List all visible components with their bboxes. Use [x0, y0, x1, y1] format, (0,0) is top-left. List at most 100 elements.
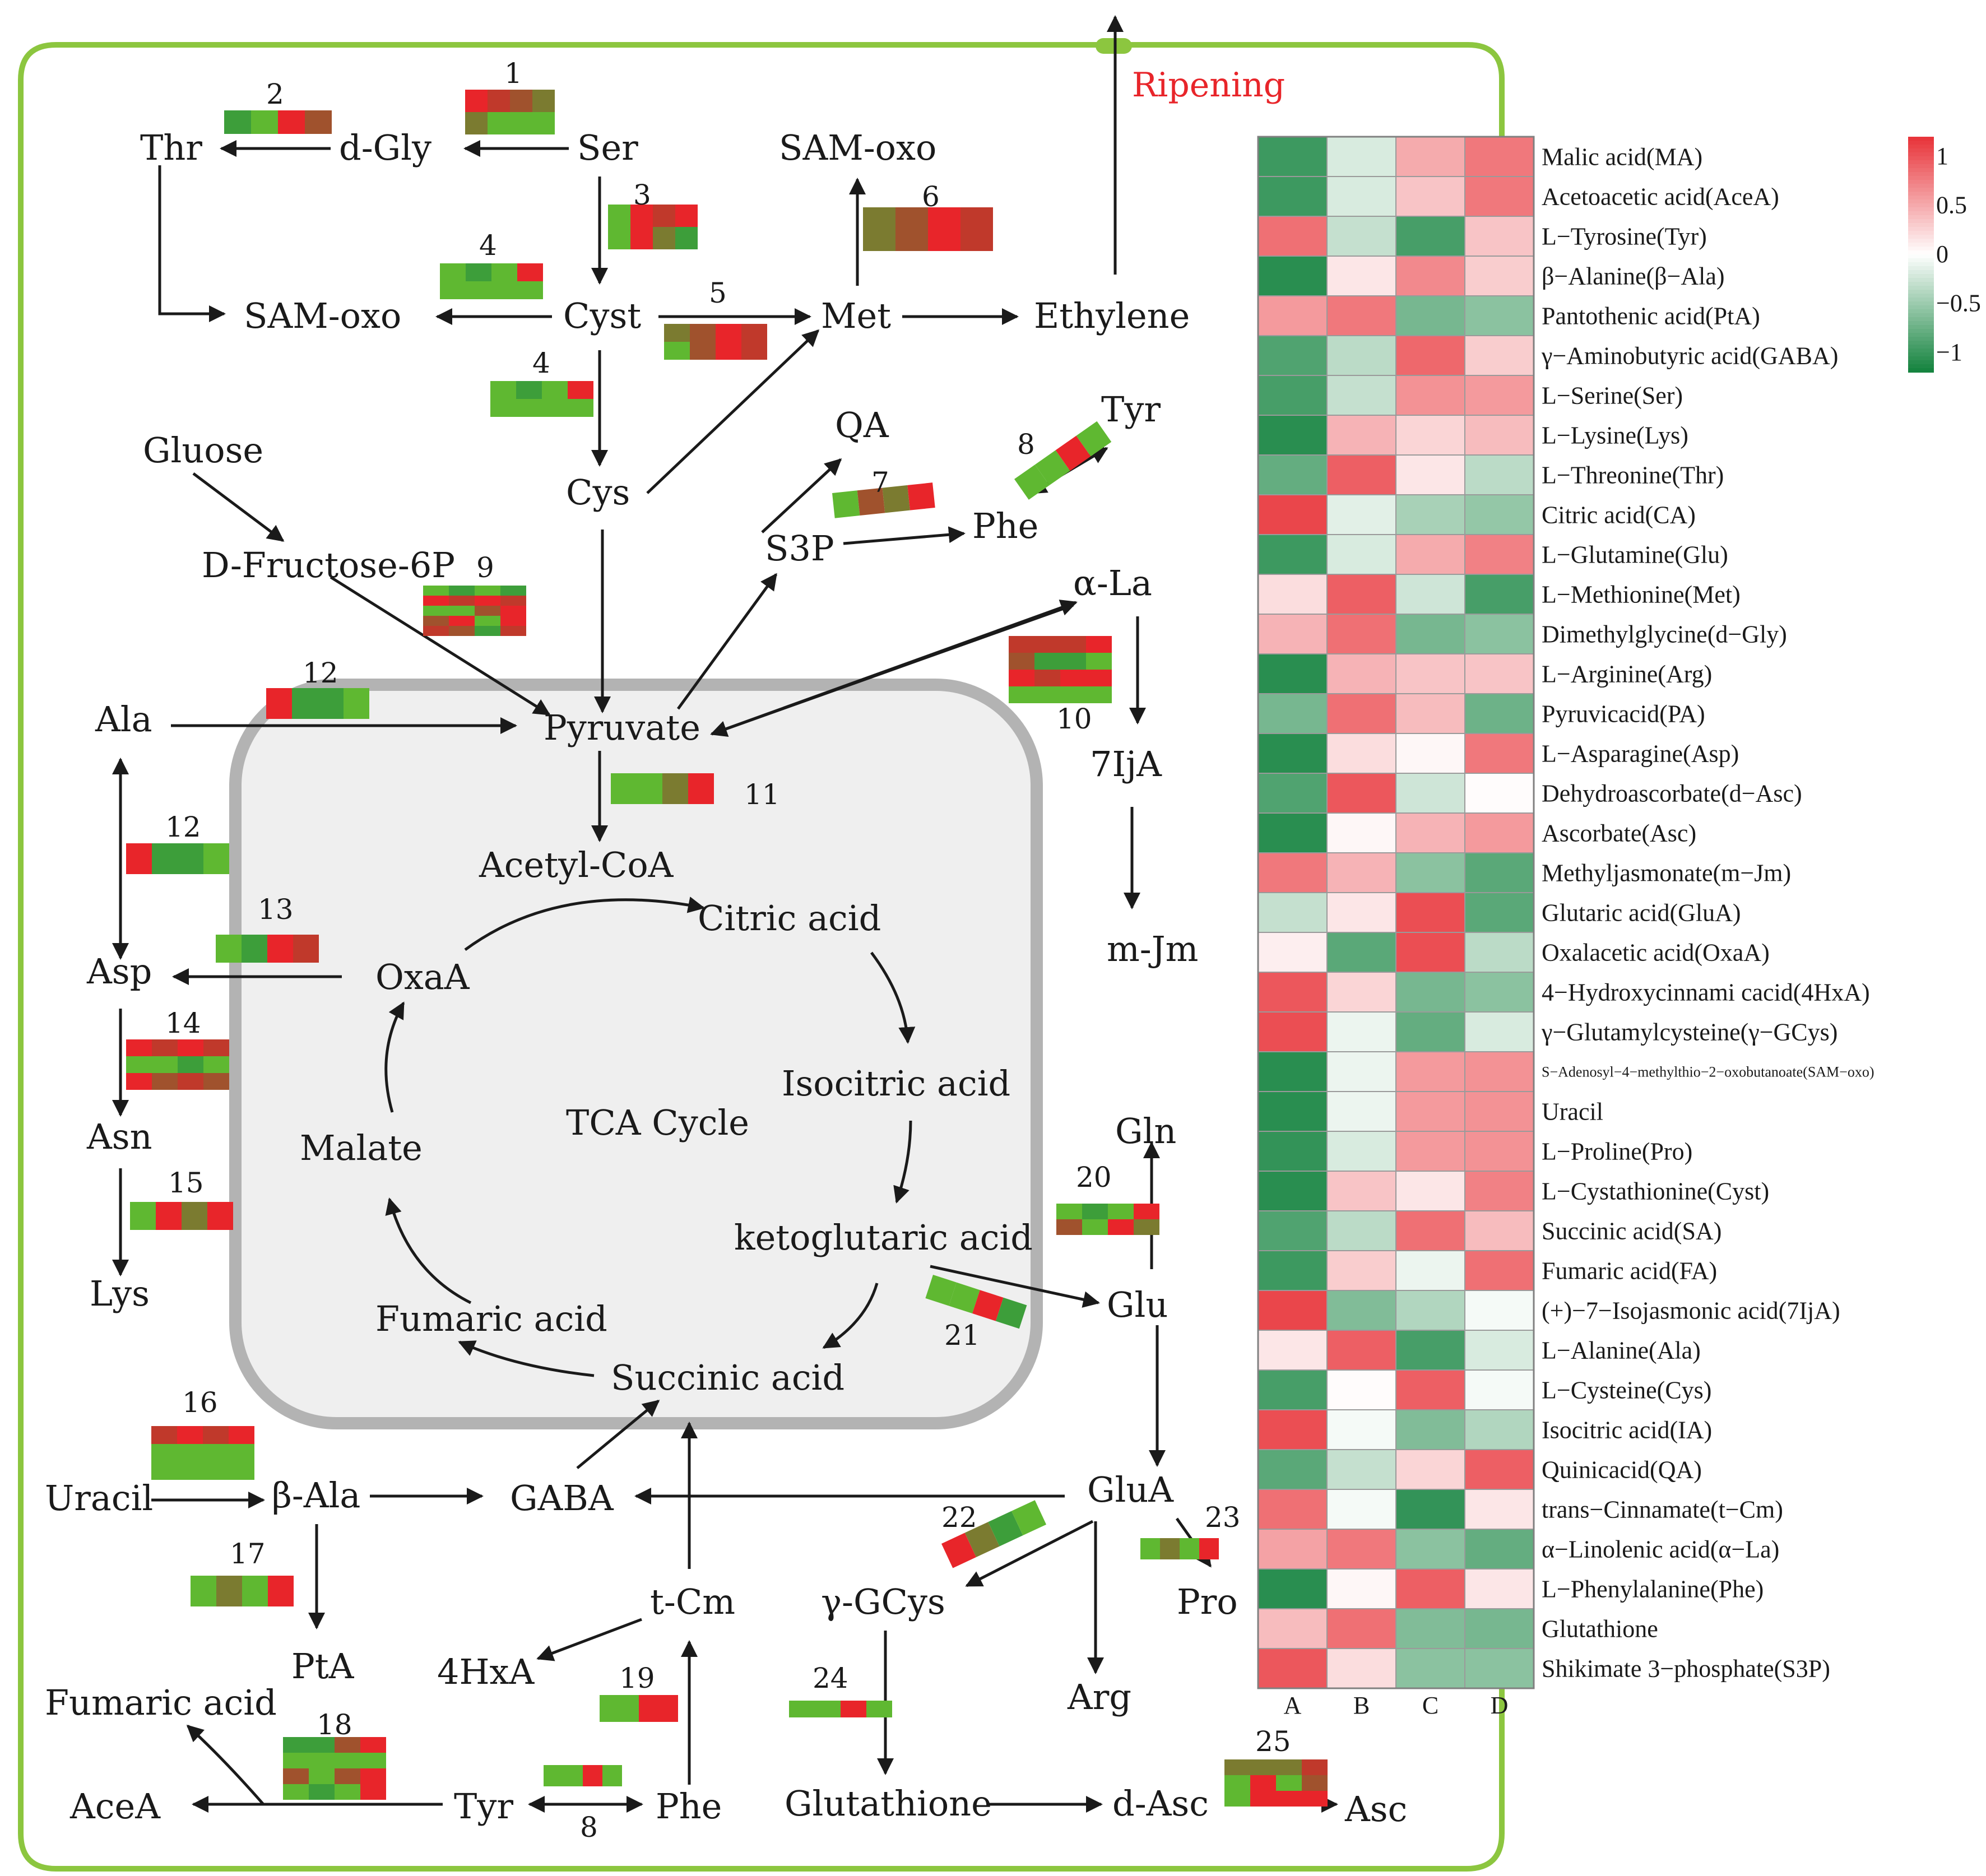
heatmap-cell: [1395, 1529, 1465, 1569]
heatmap-cell: [1395, 256, 1465, 296]
colorbar-step: [1908, 148, 1934, 153]
enzyme-number-4a: 4: [479, 229, 497, 262]
heatmap-row-label: L−Asparagine(Asp): [1542, 740, 1739, 768]
heatmap-column-label: C: [1422, 1692, 1439, 1719]
label-fumaric-acid-cyto: Fumaric acid: [45, 1682, 277, 1723]
heatmap-cell: [1395, 1011, 1465, 1052]
enzyme-block-11: [611, 773, 714, 804]
heatmap-cell: [1395, 295, 1465, 336]
heatmap-cell: [1395, 216, 1465, 257]
heatmap-cell: [1258, 1131, 1328, 1172]
heatmap-cell: [1258, 1369, 1328, 1410]
enzyme-number-2: 2: [266, 78, 284, 110]
heatmap-cell: [1464, 454, 1534, 495]
heatmap-cell: [1326, 1171, 1396, 1211]
heatmap-row-label: β−Alanine(β−Ala): [1542, 263, 1725, 290]
colorbar-step: [1908, 156, 1934, 161]
colorbar-step: [1908, 309, 1934, 314]
enzyme-number-10: 10: [1056, 703, 1092, 735]
heatmap-cell: [1464, 176, 1534, 217]
pathway-arrows: [112, 140, 1338, 1813]
enzyme-block-14: [126, 1039, 229, 1090]
heatmap-cell: [1258, 454, 1328, 495]
colorbar-step: [1908, 145, 1934, 149]
label-malate: Malate: [300, 1127, 423, 1168]
enzyme-number-17: 17: [230, 1538, 266, 1570]
heatmap-cell: [1258, 534, 1328, 575]
heatmap-cell: [1464, 256, 1534, 296]
heatmap-cell: [1326, 1051, 1396, 1092]
colorbar-step: [1908, 231, 1934, 235]
heatmap-cell: [1326, 375, 1396, 416]
enzyme-block-13: [216, 935, 319, 963]
heatmap-cell: [1258, 1568, 1328, 1609]
heatmap-cell: [1395, 1648, 1465, 1689]
heatmap-cell: [1395, 1091, 1465, 1132]
colorbar-step: [1908, 137, 1934, 141]
label-dgly: d-Gly: [339, 127, 431, 168]
enzyme-block-23: [1140, 1538, 1219, 1559]
colorbar-step: [1908, 305, 1934, 310]
colorbar-step: [1908, 364, 1934, 369]
label-tcm: t-Cm: [650, 1581, 735, 1622]
label-pta: PtA: [291, 1646, 355, 1687]
colorbar-step: [1908, 266, 1934, 271]
label-mjm: m-Jm: [1107, 928, 1198, 969]
heatmap-cell: [1395, 1290, 1465, 1331]
enzyme-block-10: [1009, 636, 1112, 703]
colorbar-step: [1908, 278, 1934, 282]
enzyme-number-8a: 8: [1017, 428, 1035, 461]
heatmap-cell: [1326, 972, 1396, 1013]
heatmap-cell: [1395, 932, 1465, 973]
heatmap-cell: [1395, 1051, 1465, 1092]
colorbar-step: [1908, 345, 1934, 349]
mitochondrion: [229, 679, 1043, 1429]
colorbar-step: [1908, 352, 1934, 357]
heatmap-row-label: Fumaric acid(FA): [1542, 1257, 1717, 1285]
colorbar-step: [1908, 298, 1934, 302]
heatmap-row-label: L−Arginine(Arg): [1542, 661, 1712, 688]
label-ethylene: Ethylene: [1034, 295, 1190, 336]
label-glutathione: Glutathione: [785, 1783, 992, 1824]
enzyme-number-23: 23: [1205, 1501, 1241, 1534]
heatmap-cell: [1326, 1568, 1396, 1609]
heatmap-cell: [1326, 256, 1396, 296]
heatmap-cell: [1395, 1409, 1465, 1450]
cell-membrane: [18, 42, 1505, 1872]
enzyme-number-18: 18: [317, 1708, 352, 1741]
colorbar-step: [1908, 290, 1934, 294]
heatmap-cell: [1326, 494, 1396, 535]
heatmap-cell: [1326, 176, 1396, 217]
label-sam-oxo-left: SAM-oxo: [244, 295, 401, 336]
heatmap-cell: [1464, 574, 1534, 615]
colorbar-step: [1908, 349, 1934, 353]
colorbar-step: [1908, 192, 1934, 196]
heatmap-row-label: L−Tyrosine(Tyr): [1542, 223, 1707, 250]
heatmap-cell: [1258, 494, 1328, 535]
heatmap-cell: [1326, 1529, 1396, 1569]
colorbar-step: [1908, 329, 1934, 333]
colorbar-step: [1908, 164, 1934, 169]
enzyme-block-9: [423, 586, 526, 636]
label-s3p: S3P: [765, 528, 834, 569]
heatmap-cell: [1326, 932, 1396, 973]
heatmap-cell: [1258, 1091, 1328, 1132]
heatmap-cell: [1395, 972, 1465, 1013]
ripening-label: Ripening: [1132, 66, 1285, 105]
enzyme-block-6: [863, 207, 993, 251]
heatmap-column-label: D: [1491, 1692, 1509, 1719]
heatmap-cell: [1464, 1091, 1534, 1132]
enzyme-number-24: 24: [813, 1662, 848, 1694]
colorbar-step: [1908, 239, 1934, 243]
label-pyruvate: Pyruvate: [544, 707, 700, 748]
label-phe-top: Phe: [972, 505, 1038, 546]
heatmap-row-label: trans−Cinnamate(t−Cm): [1542, 1496, 1783, 1524]
enzyme-number-16: 16: [182, 1386, 218, 1419]
enzyme-number-5: 5: [709, 277, 727, 309]
enzyme-number-14: 14: [165, 1007, 201, 1039]
heatmap-cell: [1258, 932, 1328, 973]
enzyme-block-24: [789, 1701, 892, 1717]
label-tyr-bottom: Tyr: [454, 1786, 513, 1827]
heatmap-cell: [1326, 1409, 1396, 1450]
